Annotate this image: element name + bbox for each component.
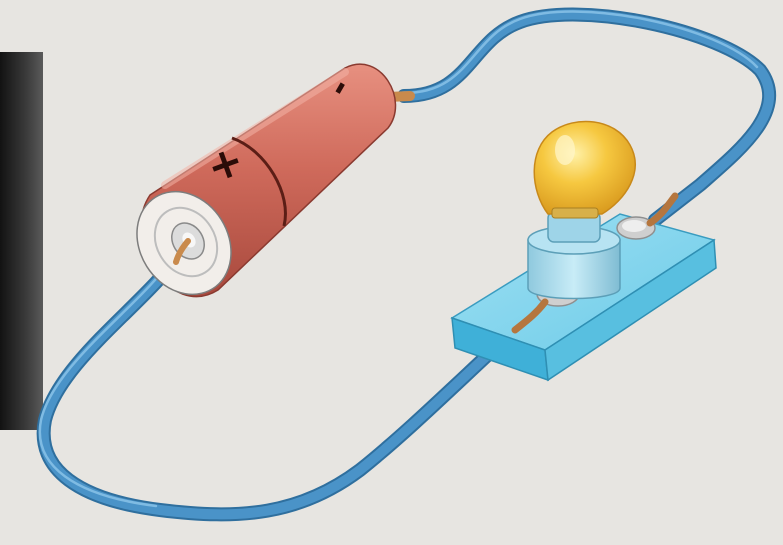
- light-bulb: [534, 121, 635, 218]
- dark-photo-panel: [0, 52, 43, 430]
- wire-bottom: [40, 255, 520, 514]
